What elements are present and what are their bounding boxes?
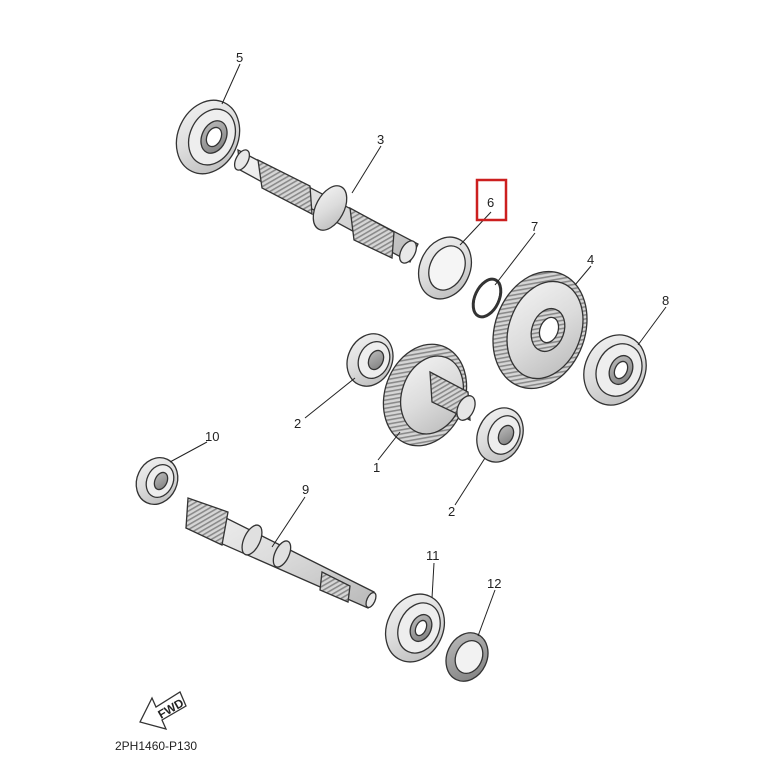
bearing-11: [384, 593, 446, 663]
axle-9: [185, 497, 377, 609]
drawing-code: 2PH1460-P130: [115, 739, 197, 753]
bearing-5: [175, 99, 241, 175]
bearing-10: [135, 457, 179, 505]
gear-4: [492, 270, 588, 390]
callout-9[interactable]: 9: [302, 482, 309, 497]
callout-6[interactable]: 6: [487, 195, 494, 210]
callout-8[interactable]: 8: [662, 293, 669, 308]
callout-5[interactable]: 5: [236, 50, 243, 65]
callout-4[interactable]: 4: [587, 252, 594, 267]
callout-7[interactable]: 7: [531, 219, 538, 234]
callouts: 5 3 6 7 4 8 2 1 2 10 9 11 12: [205, 50, 669, 591]
bearing-2-upper: [346, 333, 394, 387]
gear-1: [382, 343, 476, 447]
bearing-8: [583, 334, 647, 406]
highlight-box: [475, 178, 508, 222]
fwd-arrow-icon: FWD: [139, 691, 187, 730]
callout-2-lower[interactable]: 2: [448, 504, 455, 519]
washer-6: [417, 236, 473, 300]
bearing-2-lower: [476, 407, 524, 463]
callout-11[interactable]: 11: [426, 548, 440, 563]
callout-10[interactable]: 10: [205, 429, 219, 444]
callout-1[interactable]: 1: [373, 460, 380, 475]
callout-12[interactable]: 12: [487, 576, 501, 591]
leader-lines: [169, 63, 667, 637]
callout-2-upper[interactable]: 2: [294, 416, 301, 431]
oil-seal-12: [445, 632, 489, 682]
circlip-7: [471, 277, 503, 319]
shaft-3: [233, 148, 419, 264]
callout-3[interactable]: 3: [377, 132, 384, 147]
